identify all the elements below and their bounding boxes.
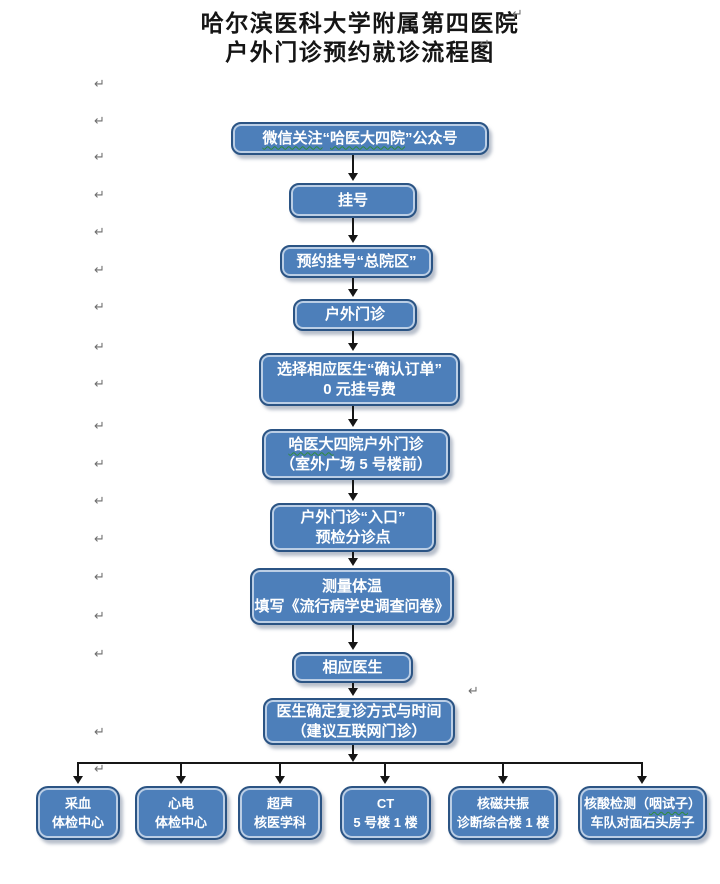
flow-node-text: 挂号 xyxy=(337,191,368,209)
arrow-down xyxy=(348,278,358,297)
flow-node-entrance-triage: 户外门诊“入口” 预检分诊点 xyxy=(270,503,436,552)
arrow-down xyxy=(348,406,358,427)
paragraph-mark: ↵ xyxy=(94,570,105,585)
dest-node-blood-draw: 采血 体检中心 xyxy=(36,786,120,840)
flow-node-doctor: 相应医生 xyxy=(292,652,413,683)
paragraph-mark: ↵ xyxy=(94,419,105,434)
dest-node-text: 核磁共振 xyxy=(476,796,529,811)
arrow-down xyxy=(380,764,390,784)
spellcheck-underlined-text: 哈医大 xyxy=(288,435,334,453)
flow-node-appointment-main-campus: 预约挂号“总院区” xyxy=(280,245,433,278)
connector-line xyxy=(77,762,643,764)
arrow-down xyxy=(348,552,358,566)
dest-node-text: 超声 xyxy=(266,796,293,811)
flow-node-outdoor-clinic: 户外门诊 xyxy=(293,299,417,331)
arrow-down xyxy=(348,331,358,351)
paragraph-mark: ↵ xyxy=(94,300,105,315)
paragraph-mark: ↵ xyxy=(94,225,105,240)
paragraph-mark: ↵ xyxy=(468,684,479,699)
paragraph-mark: ↵ xyxy=(94,609,105,624)
text-segment: 四院户外门诊 xyxy=(333,435,424,453)
paragraph-mark: ↵ xyxy=(94,647,105,662)
flow-node-text: 填写《流行病学史调查问卷》 xyxy=(254,597,450,615)
flow-node-wechat-follow: 微信关注“哈医大四院”公众号 xyxy=(231,122,489,155)
arrow-down xyxy=(348,683,358,696)
dest-node-text: 核酸检测（咽试子） xyxy=(584,794,701,813)
dest-node-text: 采血 xyxy=(64,796,91,811)
paragraph-mark: ↵ xyxy=(94,150,105,165)
page-title-line-1: 哈尔滨医科大学附属第四医院 xyxy=(200,10,520,36)
dest-node-text: 核医学科 xyxy=(253,815,306,830)
arrow-down xyxy=(348,155,358,181)
flow-node-text: （室外广场 5 号楼前） xyxy=(280,455,432,473)
dest-node-text: 体检中心 xyxy=(51,815,104,830)
flow-node-followup-method: 医生确定复诊方式与时间 （建议互联网门诊） xyxy=(263,698,455,745)
dest-node-text: 心电 xyxy=(167,796,194,811)
spellcheck-underlined-text: 咽试子 xyxy=(648,796,688,811)
flow-node-text: 微信关注“哈医大四院”公众号 xyxy=(262,129,457,149)
arrow-down xyxy=(348,745,358,762)
arrow-down xyxy=(348,625,358,650)
paragraph-mark: ↵ xyxy=(94,340,105,355)
text-segment: “ xyxy=(322,129,330,147)
dest-node-ecg: 心电 体检中心 xyxy=(135,786,227,840)
arrow-down xyxy=(348,218,358,243)
paragraph-mark: ↵ xyxy=(479,37,490,52)
text-segment: ”公众号 xyxy=(405,129,458,147)
paragraph-mark: ↵ xyxy=(512,7,523,22)
paragraph-mark: ↵ xyxy=(94,77,105,92)
arrow-down xyxy=(498,764,508,784)
dest-node-text: 车队对面石头房子 xyxy=(590,815,695,830)
flow-node-text: 医生确定复诊方式与时间 xyxy=(276,702,442,720)
arrow-down xyxy=(637,764,647,784)
flow-node-text: 户外门诊“入口” xyxy=(300,508,406,526)
arrow-down xyxy=(275,764,285,784)
dest-node-text: 诊断综合楼 1 楼 xyxy=(456,815,550,830)
arrow-down xyxy=(176,764,186,784)
text-segment: 核酸检测（ xyxy=(583,796,649,811)
paragraph-mark: ↵ xyxy=(94,494,105,509)
dest-node-text: 5 号楼 1 楼 xyxy=(353,815,418,830)
flow-node-text: 哈医大四院户外门诊 xyxy=(288,435,423,455)
dest-node-mri: 核磁共振 诊断综合楼 1 楼 xyxy=(448,786,558,840)
flow-node-text: 预约挂号“总院区” xyxy=(296,252,417,270)
paragraph-mark: ↵ xyxy=(94,532,105,547)
paragraph-mark: ↵ xyxy=(94,762,105,777)
dest-node-ultrasound: 超声 核医学科 xyxy=(238,786,322,840)
flow-node-register: 挂号 xyxy=(289,183,417,218)
paragraph-mark: ↵ xyxy=(94,377,105,392)
dest-node-text: CT xyxy=(376,796,395,811)
flow-node-text: 选择相应医生“确认订单” xyxy=(276,360,442,378)
arrow-down xyxy=(73,764,83,784)
dest-node-ct: CT 5 号楼 1 楼 xyxy=(340,786,431,840)
paragraph-mark: ↵ xyxy=(94,457,105,472)
flow-node-text: （建议互联网门诊） xyxy=(291,722,427,740)
flow-node-select-doctor-confirm-order: 选择相应医生“确认订单” 0 元挂号费 xyxy=(259,353,460,406)
text-segment: ） xyxy=(688,796,702,811)
flow-node-text: 测量体温 xyxy=(321,577,382,595)
flow-node-text: 相应医生 xyxy=(322,658,383,676)
flow-node-temperature-questionnaire: 测量体温 填写《流行病学史调查问卷》 xyxy=(250,568,454,625)
paragraph-mark: ↵ xyxy=(94,114,105,129)
paragraph-mark: ↵ xyxy=(94,188,105,203)
paragraph-mark: ↵ xyxy=(94,725,105,740)
flow-node-text: 户外门诊 xyxy=(324,306,385,323)
dest-node-nucleic-acid-test: 核酸检测（咽试子） 车队对面石头房子 xyxy=(578,786,707,840)
page-title-line-2: 户外门诊预约就诊流程图 xyxy=(225,39,495,65)
paragraph-mark: ↵ xyxy=(94,263,105,278)
spellcheck-underlined-text: 微信关注 xyxy=(262,129,323,147)
spellcheck-underlined-text: 哈医大四院 xyxy=(329,129,405,147)
arrow-down xyxy=(348,480,358,501)
flow-node-outdoor-clinic-location: 哈医大四院户外门诊 （室外广场 5 号楼前） xyxy=(262,429,450,480)
flow-node-text: 0 元挂号费 xyxy=(323,380,396,398)
dest-node-text: 体检中心 xyxy=(154,815,207,830)
flow-node-text: 预检分诊点 xyxy=(315,528,391,546)
